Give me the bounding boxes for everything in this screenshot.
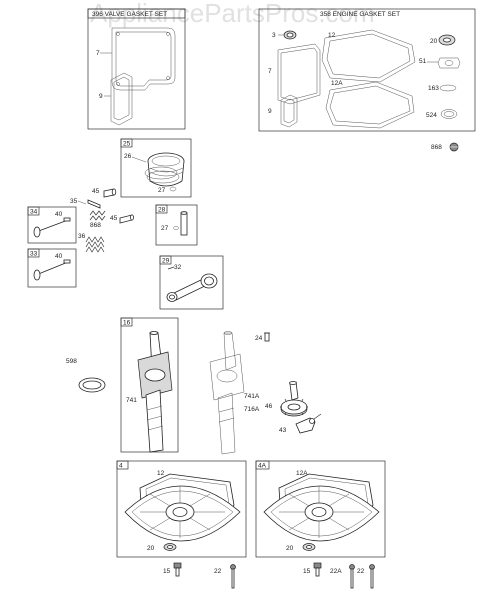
part-label-741a[interactable]: 741A [244,393,260,400]
watermark: AppliancePartsPros.com [90,0,375,28]
part-label-868-mid[interactable]: 868 [90,222,101,229]
part-label-741[interactable]: 741 [126,397,137,404]
seal-524 [440,109,458,119]
connecting-rod-box: 29 32 [159,255,224,310]
piston-box: 25 26 27 [120,138,192,198]
gasket-163 [439,84,457,92]
crankshaft-alt-upper [223,332,237,371]
crankcase-gasket-12 [321,29,416,83]
part-label-27[interactable]: 27 [158,187,166,194]
piston-box-id: 25 [123,141,131,148]
part-label-20-sump[interactable]: 20 [147,545,155,552]
part-label-22a-b[interactable]: 22A [330,568,342,575]
part-label-32[interactable]: 32 [174,264,182,271]
crankshaft-alt: 741A 716A [209,331,260,455]
part-label-20-sump-4a[interactable]: 20 [286,545,294,552]
part-868-top: 868 [431,142,459,152]
part-label-51[interactable]: 51 [419,58,427,65]
part-label-22b[interactable]: 22 [357,568,365,575]
sump-4a-fasteners: 15 22A 22 [303,562,375,589]
part-label-9b[interactable]: 9 [268,108,272,115]
part-label-24[interactable]: 24 [255,335,263,342]
part-label-716a[interactable]: 716A [244,406,260,413]
part-label-163[interactable]: 163 [428,85,439,92]
part-label-9[interactable]: 9 [99,93,103,100]
part-24: 24 [255,332,270,342]
part-label-35[interactable]: 35 [70,198,78,205]
valve-springs-group: 868 45 36 [78,210,134,253]
crankcase-gasket-12a [325,81,415,129]
governor-gear-group: 46 43 [265,381,322,434]
sump-box-4a-id: 4A [258,463,267,470]
exhaust-valve-box-id: 34 [30,209,38,216]
part-label-12[interactable]: 12 [328,32,336,39]
engine-gasket-set-box: 358 ENGINE GASKET SET 3 12 20 7 51 12A 1… [258,8,476,132]
intake-valve [33,269,41,281]
connecting-rod-box-id: 29 [162,258,170,265]
part-label-12-sump[interactable]: 12 [157,470,165,477]
part-label-7[interactable]: 7 [96,50,100,57]
part-label-22a[interactable]: 22 [214,568,222,575]
part-label-46[interactable]: 46 [265,403,273,410]
sump-4-fasteners: 15 22 [163,562,236,589]
exhaust-valve [33,226,41,238]
part-label-36[interactable]: 36 [78,233,86,240]
valve-gasket-set-title: 396 VALVE GASKET SET [92,11,167,18]
breather-gasket-2 [280,94,298,128]
sump-box-4: 4 12 20 [116,460,247,558]
part-598: 598 [66,358,106,393]
part-label-43[interactable]: 43 [279,427,287,434]
part-label-27b[interactable]: 27 [161,225,169,232]
crankshaft-box: 16 741 [120,317,179,453]
part-label-12a-sump[interactable]: 12A [296,470,308,477]
part-label-3[interactable]: 3 [272,32,276,39]
part-label-15a[interactable]: 15 [163,568,171,575]
part-label-45a[interactable]: 45 [92,188,100,195]
engine-gasket-set-title: 358 ENGINE GASKET SET [320,11,400,18]
part-label-868-top[interactable]: 868 [431,144,442,151]
exhaust-valve-box: 34 40 [27,206,77,244]
intake-valve-box: 33 40 [27,248,77,288]
part-label-15b[interactable]: 15 [303,568,311,575]
part-label-12a[interactable]: 12A [331,80,343,87]
wrist-pin-box-id: 28 [158,207,166,214]
part-label-20[interactable]: 20 [430,38,438,45]
rocker-cover-gasket [111,27,176,91]
sump-box-4-id: 4 [119,463,123,470]
crankshaft-box-id: 16 [123,320,131,327]
wrist-pin [180,212,188,236]
sump-box-4a: 4A 12A 20 [255,460,386,558]
wrist-pin-box: 28 27 [155,204,198,246]
gasket-51 [437,57,461,69]
part-label-598[interactable]: 598 [66,358,77,365]
part-label-524[interactable]: 524 [426,112,437,119]
part-label-40b[interactable]: 40 [55,253,63,260]
valve-gasket-set-box: 396 VALVE GASKET SET 7 9 [87,8,186,130]
rocker-cover-gasket-2 [277,43,321,105]
part-label-45b[interactable]: 45 [110,215,118,222]
part-label-40a[interactable]: 40 [55,211,63,218]
valve-spring-retainer-group: 35 45 [70,188,117,209]
breather-gasket [110,72,133,126]
part-label-7b[interactable]: 7 [268,68,272,75]
part-label-26[interactable]: 26 [124,153,132,160]
intake-valve-box-id: 33 [30,251,38,258]
